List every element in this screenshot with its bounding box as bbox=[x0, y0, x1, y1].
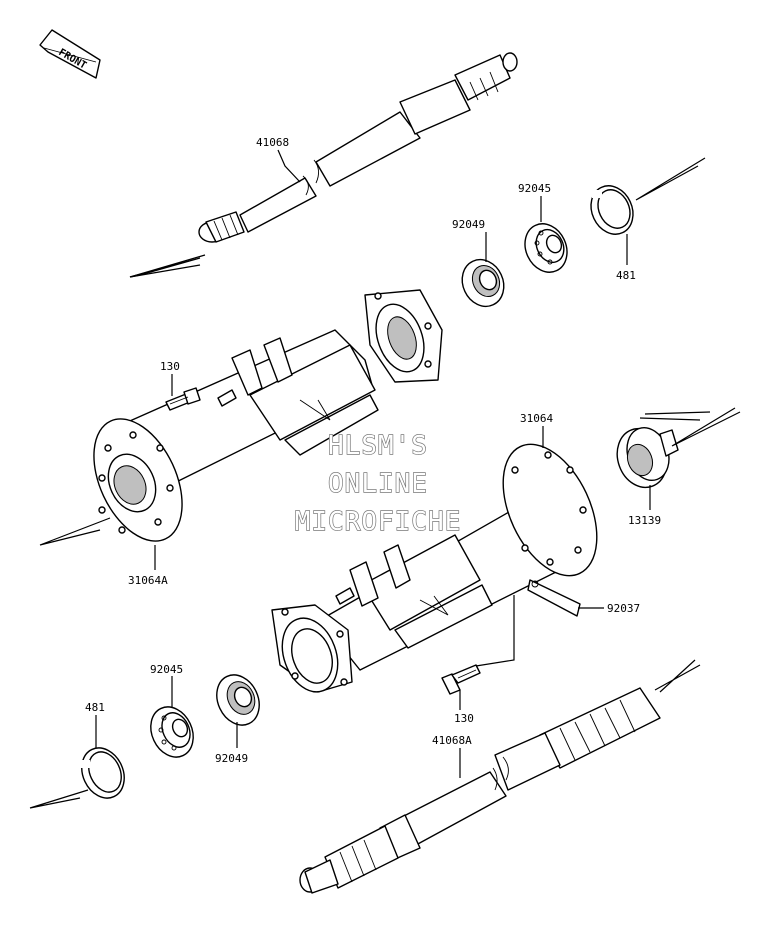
bracket-92037 bbox=[527, 579, 581, 617]
label-92037: 92037 bbox=[607, 602, 640, 615]
circlip-bottom-pointer bbox=[29, 789, 89, 809]
leader-bolt-bottom bbox=[475, 595, 515, 667]
label-130-top: 130 bbox=[160, 360, 180, 373]
label-481-top: 481 bbox=[616, 269, 636, 282]
lower-shaft-pointer bbox=[654, 659, 701, 693]
axle-housing-31064A bbox=[93, 289, 443, 542]
label-92049-top: 92049 bbox=[452, 218, 485, 231]
watermark-line-3: MICROFICHE bbox=[295, 507, 462, 537]
label-92045-bottom: 92045 bbox=[150, 663, 183, 676]
watermark: HLSM'S ONLINE MICROFICHE bbox=[294, 430, 462, 537]
label-41068A: 41068A bbox=[432, 734, 472, 747]
bearing-92045-top bbox=[524, 223, 568, 273]
bolt-130-top bbox=[165, 387, 201, 411]
front-arrow-icon: FRONT bbox=[39, 29, 101, 79]
seal-13139 bbox=[616, 427, 679, 489]
axle-housing-31064 bbox=[271, 443, 598, 693]
label-92045-top: 92045 bbox=[518, 182, 551, 195]
seal-pointer bbox=[671, 407, 741, 447]
leader-41068 bbox=[277, 149, 301, 183]
bolt-130-bottom bbox=[441, 664, 481, 695]
label-92049-bottom: 92049 bbox=[215, 752, 248, 765]
circlip-top-pointer bbox=[635, 157, 706, 201]
lower-axle-shaft bbox=[299, 687, 661, 894]
label-31064A: 31064A bbox=[128, 574, 168, 587]
watermark-line-1: HLSM'S bbox=[328, 431, 428, 461]
circlip-481-top bbox=[590, 185, 634, 235]
bearing-92049-top bbox=[461, 258, 505, 308]
label-481-bottom: 481 bbox=[85, 701, 105, 714]
bearing-92045-bottom bbox=[150, 706, 194, 758]
housing-a-pointer bbox=[39, 517, 111, 546]
circlip-481-bottom bbox=[80, 747, 125, 799]
bearing-92049-bottom bbox=[216, 674, 260, 726]
label-130-bottom: 130 bbox=[454, 712, 474, 725]
label-31064: 31064 bbox=[520, 412, 553, 425]
watermark-line-2: ONLINE bbox=[328, 469, 428, 499]
upper-axle-shaft bbox=[198, 52, 518, 243]
label-13139: 13139 bbox=[628, 514, 661, 527]
label-41068: 41068 bbox=[256, 136, 289, 149]
